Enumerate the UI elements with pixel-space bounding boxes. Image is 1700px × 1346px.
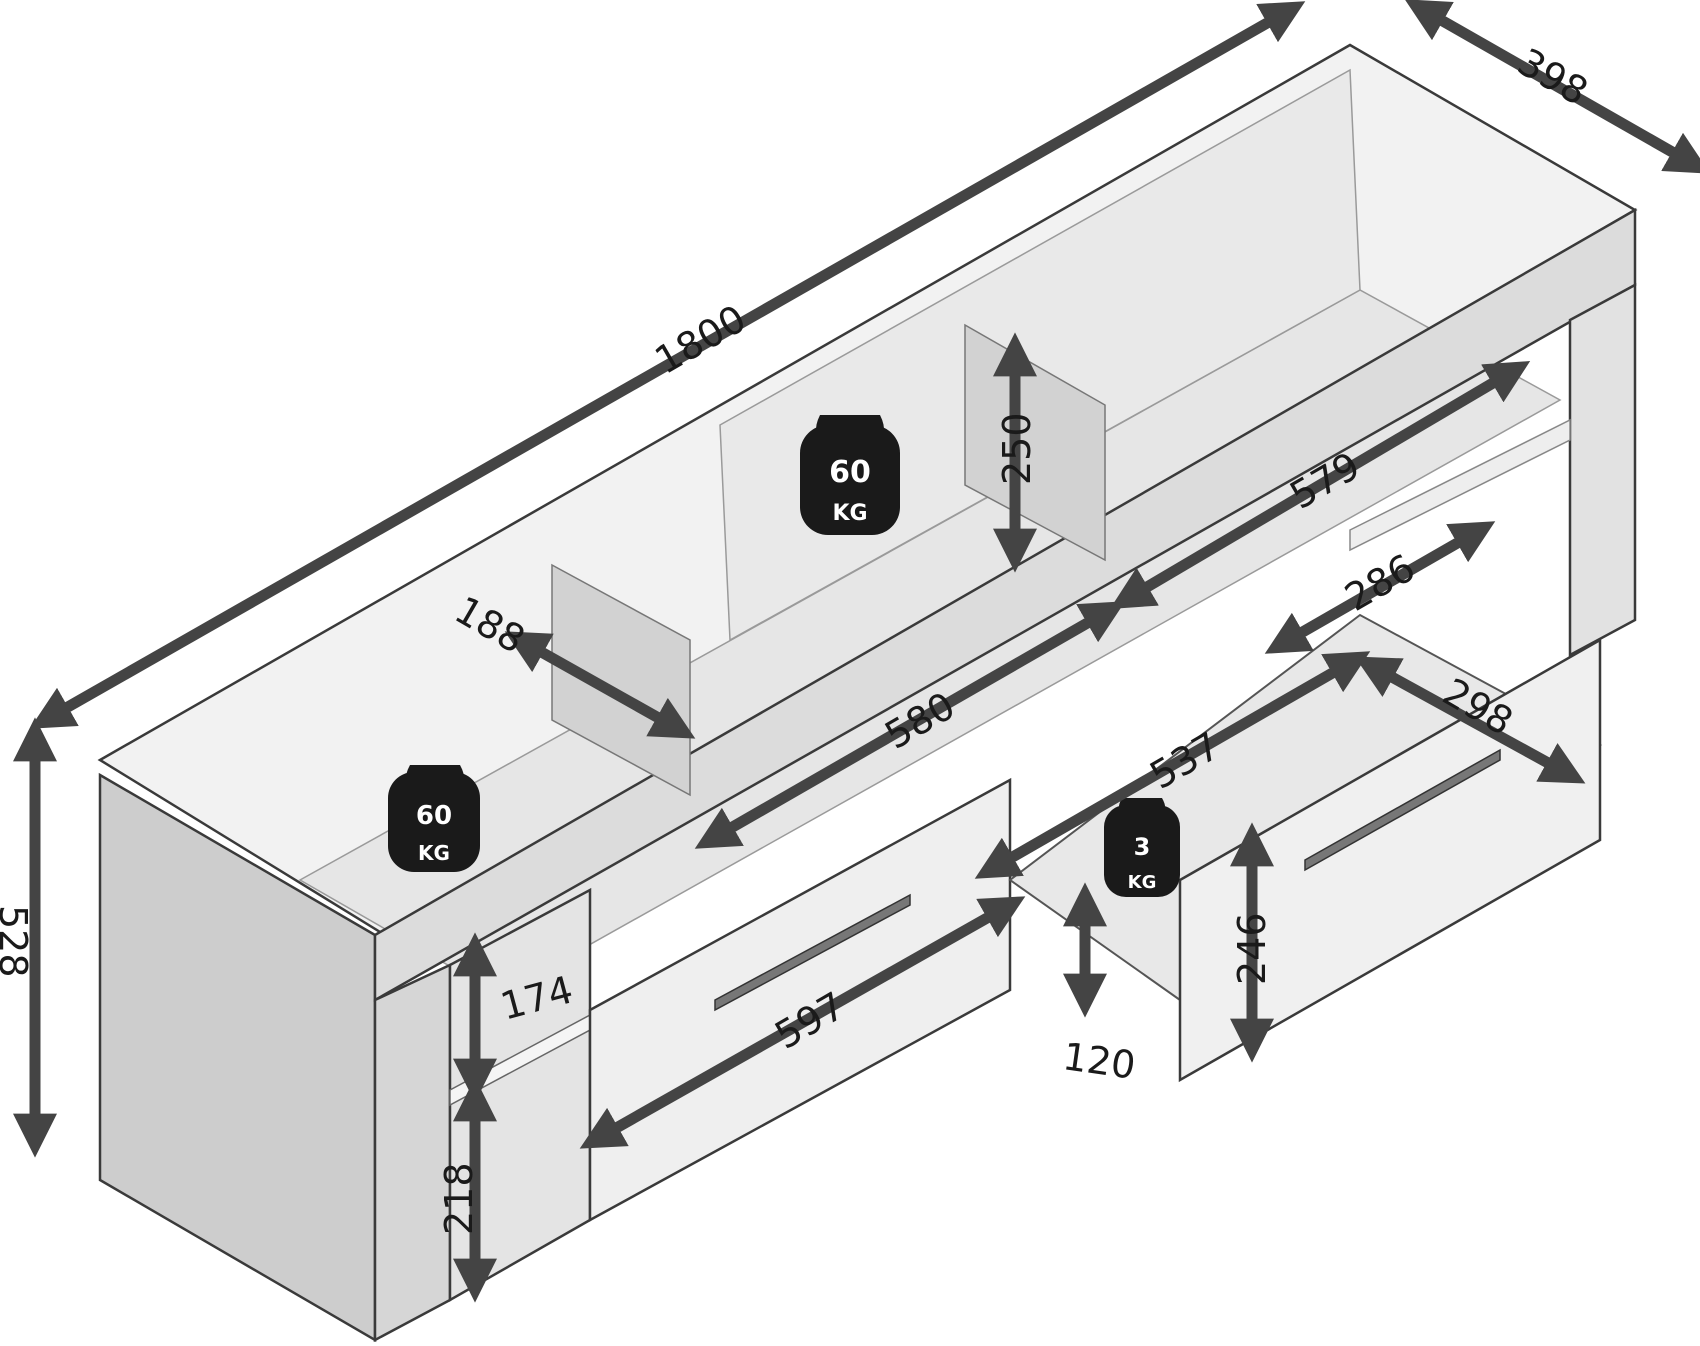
arrow-597 (579, 896, 1026, 1149)
dim-label-218: 218 (437, 1162, 481, 1235)
weight-value-center: 60 (829, 455, 871, 490)
dim-label-250: 250 (995, 412, 1039, 485)
dim-label-1800: 1800 (648, 296, 754, 382)
weight-unit-left: KG (418, 841, 450, 865)
arrow-width-1800 (29, 1, 1306, 729)
weight-top-center: 60 KG (800, 415, 900, 535)
dim-label-246: 246 (1230, 912, 1274, 985)
arrow-579 (1109, 361, 1531, 609)
dim-label-528: 528 (0, 905, 35, 978)
arrow-298 (1354, 656, 1586, 784)
left-front-post (373, 963, 452, 1343)
weight-value-left: 60 (416, 801, 452, 831)
weight-unit-drawer: KG (1128, 872, 1157, 893)
weight-body (388, 772, 480, 872)
dimension-arrows (13, 0, 1700, 1303)
weight-value-drawer: 3 (1134, 833, 1151, 861)
arrow-188 (504, 631, 696, 739)
arrow-depth-398 (1404, 0, 1700, 174)
arrow-537 (974, 651, 1371, 879)
dim-label-120: 120 (1060, 1034, 1138, 1088)
arrow-580 (694, 601, 1126, 849)
weight-top-left: 60 KG (388, 765, 480, 872)
arrow-286 (1264, 521, 1496, 654)
right-open-section (1568, 282, 1637, 658)
weight-drawer: 3 KG (1104, 798, 1180, 897)
weight-unit-center: KG (832, 501, 867, 526)
